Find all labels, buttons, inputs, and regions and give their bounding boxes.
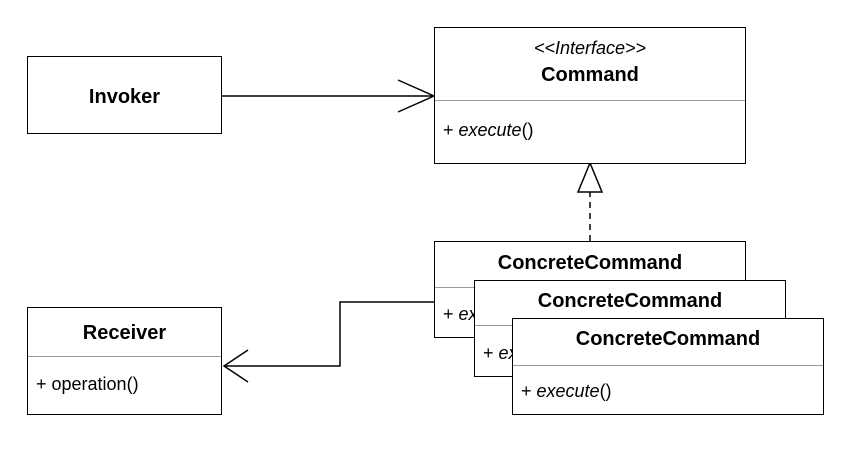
command-separator: [435, 100, 745, 101]
concrete-command-3-name: ConcreteCommand: [575, 328, 761, 350]
command-interface[interactable]: <<Interface>> Command + execute(): [434, 27, 746, 164]
receiver-class-name: Receiver: [82, 322, 167, 344]
invoker-class[interactable]: Invoker: [27, 56, 222, 134]
receiver-class[interactable]: Receiver + operation(): [27, 307, 222, 415]
receiver-operation-method: + operation(): [36, 374, 139, 394]
command-method-name: execute: [458, 120, 522, 140]
concrete-command-2-name: ConcreteCommand: [537, 290, 723, 312]
command-method-suffix: (): [521, 120, 534, 140]
concrete-command-3-method-name: execute: [536, 381, 600, 401]
concrete-command-3-method-suffix: (): [599, 381, 612, 401]
command-execute-method: + execute(): [443, 120, 534, 141]
invoker-class-name: Invoker: [88, 86, 161, 108]
concrete-command-3-method-prefix: +: [521, 381, 537, 401]
concrete-receiver-arrowhead: [222, 349, 249, 383]
command-method-prefix: +: [443, 120, 459, 140]
realization-triangle: [576, 161, 604, 193]
concrete-command-1-method-prefix: +: [443, 304, 459, 324]
concrete-command-3-separator: [513, 365, 823, 366]
concrete-receiver-line: [224, 301, 434, 367]
concrete-command-class-3[interactable]: ConcreteCommand + execute(): [512, 318, 824, 415]
receiver-separator: [28, 356, 221, 357]
concrete-command-1-name: ConcreteCommand: [497, 252, 683, 274]
command-stereotype: <<Interface>>: [533, 38, 647, 58]
concrete-command-3-execute-method: + execute(): [521, 381, 612, 402]
concrete-command-2-method-prefix: +: [483, 343, 499, 363]
command-class-name: Command: [541, 64, 639, 86]
